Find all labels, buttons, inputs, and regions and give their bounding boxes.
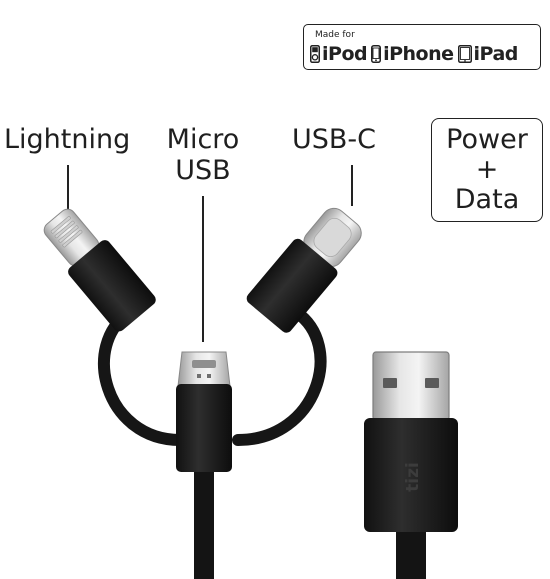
- usb-c-connector: [246, 207, 362, 333]
- device-ipod: iPod: [310, 43, 368, 65]
- label-lightning: Lightning: [4, 124, 131, 155]
- mfi-badge: Made for iPod iPhone iPad: [303, 24, 541, 70]
- tizi-logo: tizi: [403, 462, 423, 492]
- label-micro-usb: Micro USB: [160, 124, 246, 186]
- device-iphone: iPhone: [371, 43, 454, 65]
- ipod-icon: [310, 45, 320, 63]
- lightning-connector: [43, 208, 156, 332]
- device-ipad: iPad: [457, 43, 519, 65]
- iphone-icon: [371, 45, 382, 63]
- plus-text: +: [475, 154, 499, 185]
- device-label-iphone: iPhone: [383, 43, 454, 65]
- cable-tail: [194, 470, 214, 579]
- label-micro-line1: Micro: [166, 124, 240, 155]
- ipad-icon: [457, 45, 472, 63]
- device-label-ipad: iPad: [473, 43, 519, 65]
- power-text: Power: [446, 124, 528, 155]
- usb-a-connector: [364, 351, 458, 579]
- made-for-text: Made for: [315, 30, 355, 40]
- data-text: Data: [454, 184, 520, 215]
- power-data-box: Power + Data: [431, 118, 543, 222]
- device-label-ipod: iPod: [322, 43, 368, 65]
- label-usb-c: USB-C: [291, 124, 377, 155]
- device-list: iPod iPhone iPad: [310, 43, 518, 65]
- label-micro-line2: USB: [175, 155, 231, 186]
- micro-usb-connector: [176, 351, 232, 472]
